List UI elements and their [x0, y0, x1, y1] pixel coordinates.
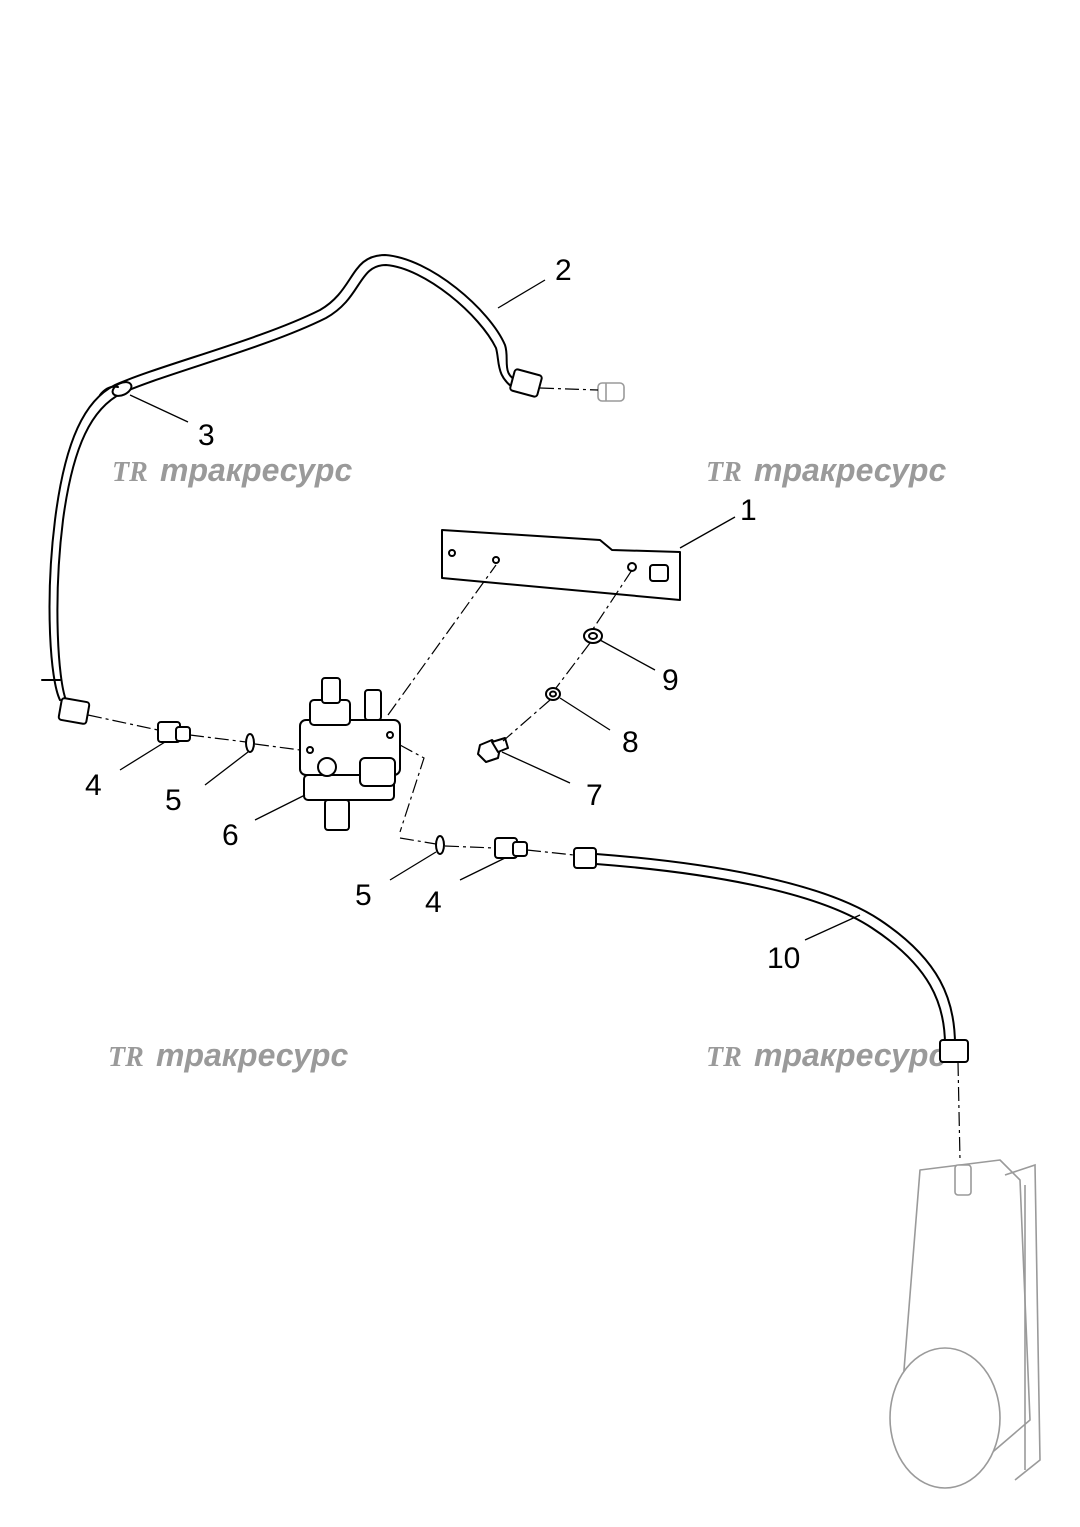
leader-7 [501, 751, 571, 784]
callout-8: 8 [622, 726, 639, 759]
hose-2-nut-top [509, 368, 543, 398]
hose-2 [41, 254, 543, 725]
leader-5b [389, 851, 437, 881]
leader-5a [204, 751, 249, 786]
watermark-top-right: TR тракресурс [706, 452, 946, 488]
fitting-4-lower [494, 837, 528, 859]
watermark-bottom-left: TR тракресурс [108, 1037, 348, 1073]
callout-3: 3 [198, 419, 215, 452]
callout-1: 1 [740, 494, 757, 527]
leader-10 [804, 914, 861, 941]
washer-8 [545, 687, 561, 701]
callout-5a: 5 [165, 784, 182, 817]
leader-9 [599, 639, 656, 671]
leader-6 [254, 794, 306, 821]
callout-2: 2 [555, 254, 572, 287]
callout-7: 7 [586, 779, 603, 812]
leader-1 [679, 516, 736, 549]
ghost-fitting-top [597, 382, 625, 402]
callout-4b: 4 [425, 886, 442, 919]
fitting-4-left [157, 721, 191, 743]
svg-text:тракресурс: тракресурс [160, 452, 352, 488]
oring-5-left [245, 733, 255, 753]
svg-text:тракресурс: тракресурс [156, 1037, 348, 1073]
leader-8 [559, 697, 611, 731]
svg-text:TR: TR [112, 457, 148, 488]
watermark-top-left: TR тракресурс [112, 452, 352, 488]
ghost-tank [889, 1159, 1041, 1489]
valve-6 [299, 677, 401, 831]
svg-text:TR: TR [706, 1042, 742, 1073]
svg-text:тракресурс: тракресурс [754, 452, 946, 488]
clamp-3 [99, 381, 133, 397]
leader-3 [129, 394, 189, 423]
leader-4b [459, 857, 506, 881]
callout-9: 9 [662, 664, 679, 697]
bracket-bolt-head [649, 564, 669, 582]
callout-5b: 5 [355, 879, 372, 912]
callout-4a: 4 [85, 769, 102, 802]
hose-10 [573, 847, 969, 1063]
leader-4a [119, 741, 166, 771]
leader-2 [497, 279, 546, 309]
callout-6: 6 [222, 819, 239, 852]
svg-text:TR: TR [706, 457, 742, 488]
hose-2-nut-bottom [57, 697, 91, 725]
bolt-7 [477, 737, 509, 763]
watermark-bottom-right: TR тракресурс [706, 1037, 946, 1073]
callout-10: 10 [767, 942, 800, 975]
washer-9 [583, 628, 603, 644]
svg-text:TR: TR [108, 1042, 144, 1073]
oring-5-lower [435, 835, 445, 855]
svg-text:тракресурс: тракресурс [754, 1037, 946, 1073]
